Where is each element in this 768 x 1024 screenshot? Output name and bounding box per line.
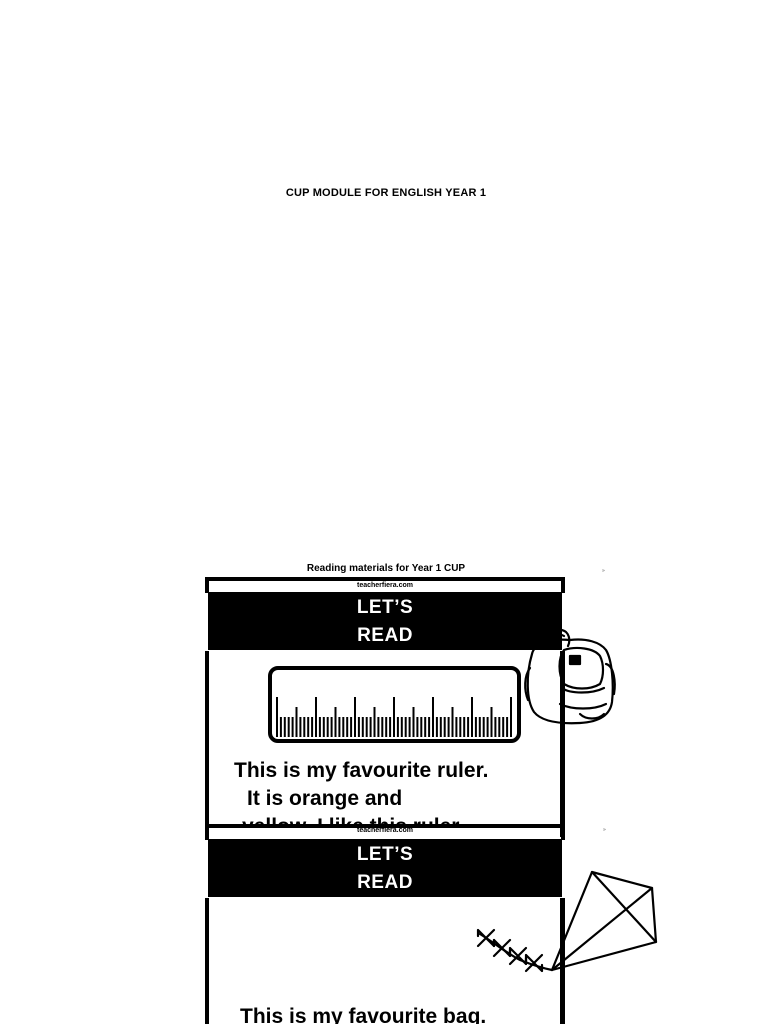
kite-icon	[476, 870, 658, 973]
banner-line-1: LET’S	[356, 597, 414, 618]
card-body-right-border	[560, 651, 565, 837]
card-right-edge	[561, 824, 565, 840]
card-text-area: This is my favourite ruler. It is orange…	[209, 755, 561, 826]
lets-read-banner: LET’S READ	[208, 839, 562, 897]
banner-line-2: READ	[357, 625, 413, 646]
card-left-edge	[205, 824, 209, 840]
reading-materials-title: Reading materials for Year 1 CUP	[306, 563, 466, 574]
ruler-icon	[268, 666, 521, 743]
banner-line-1: LET’S	[356, 844, 414, 865]
card-text-area: This is my favourite bag.	[209, 1002, 561, 1024]
lets-read-banner: LET’S READ	[208, 592, 562, 650]
card-body-left-border	[205, 651, 209, 837]
watermark: teacherfiera.com	[356, 582, 414, 589]
text-line-1: This is my favourite bag.	[240, 1005, 487, 1024]
card-top-border	[205, 577, 565, 581]
card-right-edge	[561, 577, 565, 593]
reading-card-ruler: teacherfiera.com LET’S READ This is my f…	[205, 577, 565, 837]
text-line-3: yellow. I like this ruler.	[242, 813, 464, 826]
corner-mark-2: »	[603, 827, 606, 833]
card-left-edge	[205, 577, 209, 593]
watermark: teacherfiera.com	[356, 827, 414, 834]
text-line-1: This is my favourite ruler.	[234, 759, 489, 782]
module-title: CUP MODULE FOR ENGLISH YEAR 1	[285, 187, 487, 199]
corner-mark: »	[602, 568, 605, 574]
card-top-border	[205, 824, 565, 828]
text-line-2: It is orange and	[247, 787, 403, 810]
backpack-icon	[524, 628, 616, 725]
reading-card-bag: teacherfiera.com LET’S READ This is my f…	[205, 824, 565, 1024]
banner-line-2: READ	[357, 872, 413, 893]
card-body-left-border	[205, 898, 209, 1024]
